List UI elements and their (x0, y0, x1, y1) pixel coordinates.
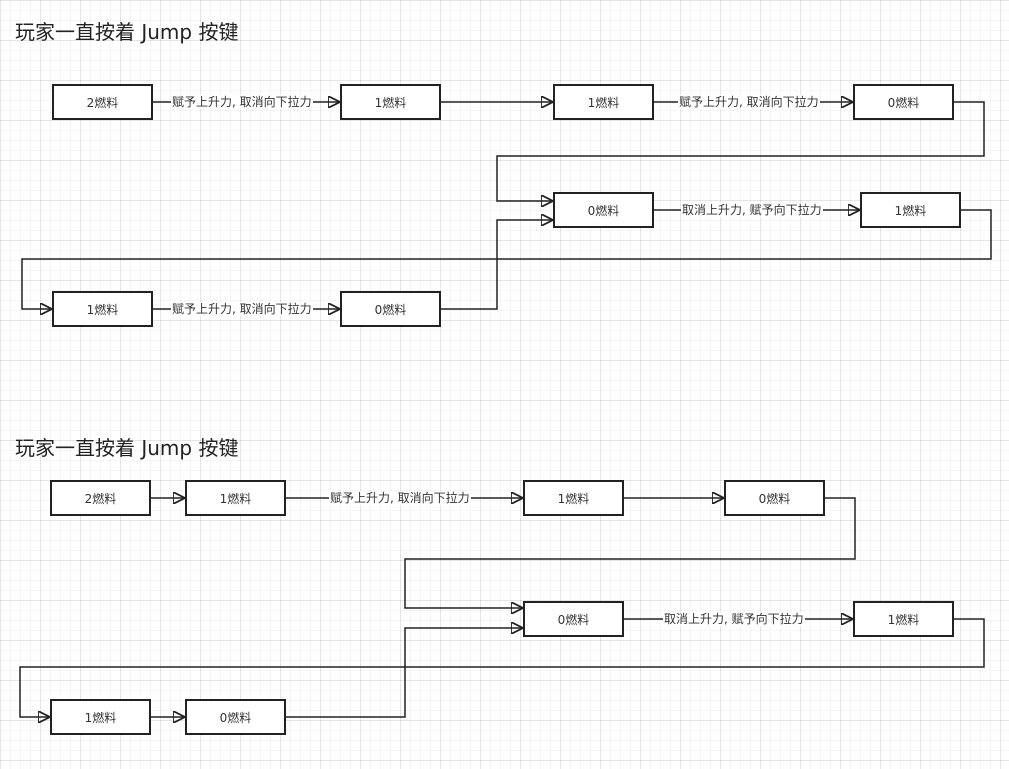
edge-d2-4 (404, 497, 856, 608)
state-node: 2燃料 (52, 84, 153, 120)
state-node: 1燃料 (523, 480, 624, 516)
state-node: 0燃料 (185, 699, 286, 735)
edge-label: 取消上升力, 赋予向下拉力 (663, 612, 805, 626)
edge-d2-8 (286, 628, 523, 718)
state-node: 0燃料 (340, 291, 441, 327)
edge-label: 赋予上升力, 取消向下拉力 (678, 95, 820, 109)
state-node: 1燃料 (553, 84, 654, 120)
state-node: 1燃料 (860, 192, 961, 228)
edge-d1-8 (441, 220, 553, 310)
state-node: 2燃料 (50, 480, 151, 516)
state-node: 1燃料 (853, 601, 954, 637)
state-node: 0燃料 (724, 480, 825, 516)
diagram-title: 玩家一直按着 Jump 按键 (15, 20, 239, 44)
state-node: 1燃料 (185, 480, 286, 516)
state-node: 1燃料 (50, 699, 151, 735)
edge-label: 赋予上升力, 取消向下拉力 (329, 491, 471, 505)
edge-d2-6 (19, 618, 985, 717)
state-node: 0燃料 (523, 601, 624, 637)
state-node: 1燃料 (52, 291, 153, 327)
state-node: 1燃料 (340, 84, 441, 120)
state-node: 0燃料 (853, 84, 954, 120)
edge-d1-6 (21, 209, 992, 309)
edge-label: 赋予上升力, 取消向下拉力 (171, 302, 313, 316)
state-node: 0燃料 (553, 192, 654, 228)
edge-label: 赋予上升力, 取消向下拉力 (171, 95, 313, 109)
edge-d1-4 (496, 101, 985, 201)
diagram-title: 玩家一直按着 Jump 按键 (15, 436, 239, 460)
edge-label: 取消上升力, 赋予向下拉力 (681, 203, 823, 217)
